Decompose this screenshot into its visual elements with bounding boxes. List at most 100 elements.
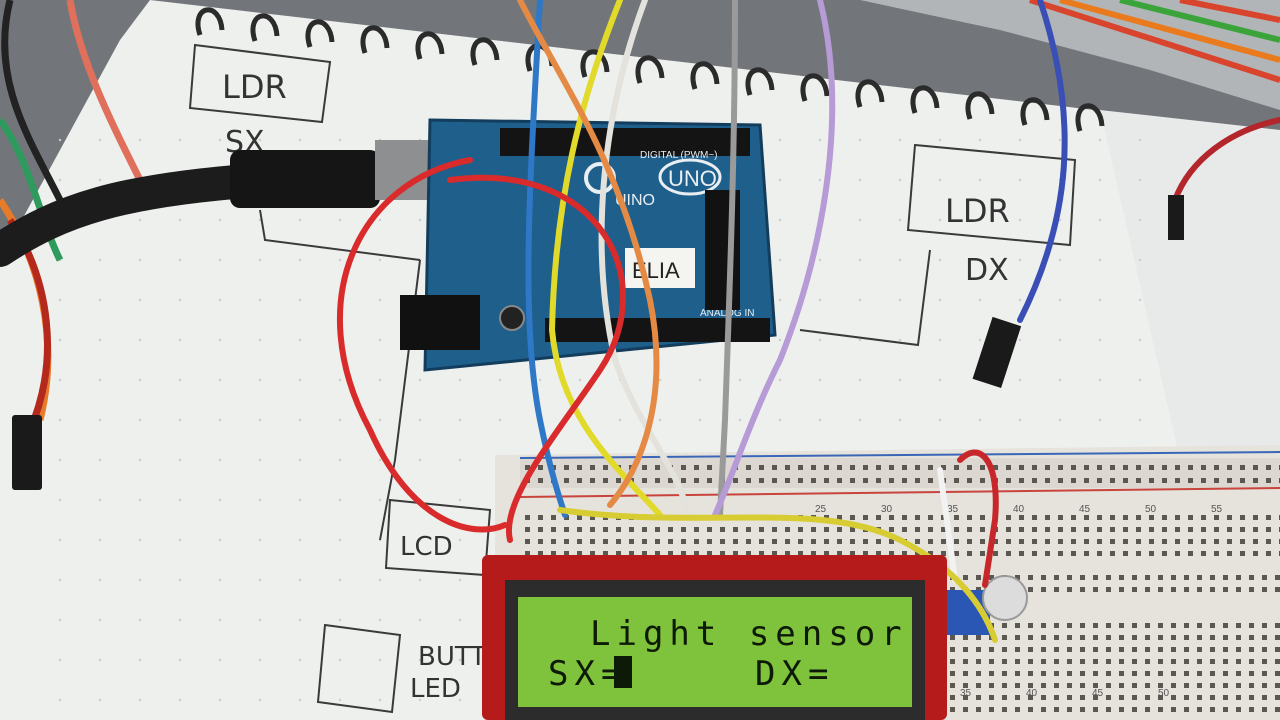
breadboard-hole xyxy=(577,478,582,483)
breadboard-hole xyxy=(577,527,582,532)
breadboard-hole xyxy=(954,478,959,483)
breadboard-hole xyxy=(1214,539,1219,544)
breadboard-hole xyxy=(681,527,686,532)
breadboard-hole xyxy=(1262,587,1267,592)
breadboard-hole xyxy=(837,515,842,520)
breadboard-hole xyxy=(928,527,933,532)
paper-dot xyxy=(458,458,462,462)
paper-dot xyxy=(178,338,182,342)
breadboard-hole xyxy=(1106,575,1111,580)
breadboard-hole xyxy=(1084,551,1089,556)
column-number-bottom: 45 xyxy=(1092,688,1104,699)
breadboard-hole xyxy=(1266,539,1271,544)
sketch-dx-label: DX xyxy=(965,253,1009,288)
breadboard-hole xyxy=(1106,623,1111,628)
breadboard-hole xyxy=(798,478,803,483)
breadboard-hole xyxy=(1006,478,1011,483)
breadboard-hole xyxy=(1262,683,1267,688)
breadboard-hole xyxy=(824,539,829,544)
breadboard-hole xyxy=(1019,527,1024,532)
breadboard-hole xyxy=(1132,695,1137,700)
breadboard-hole xyxy=(1249,707,1254,712)
breadboard-hole xyxy=(1028,683,1033,688)
breadboard-hole xyxy=(1210,587,1215,592)
paper-dot xyxy=(1098,258,1102,262)
breadboard-hole xyxy=(668,551,673,556)
breadboard-hole xyxy=(1227,465,1232,470)
breadboard-hole xyxy=(1184,647,1189,652)
breadboard-hole xyxy=(785,551,790,556)
breadboard-hole xyxy=(1188,515,1193,520)
breadboard-hole xyxy=(902,465,907,470)
paper-dot xyxy=(938,338,942,342)
breadboard-hole xyxy=(1132,659,1137,664)
spiral-ring xyxy=(745,67,775,96)
breadboard-hole xyxy=(1184,695,1189,700)
breadboard-hole xyxy=(1119,659,1124,664)
breadboard-hole xyxy=(551,515,556,520)
paper-dot xyxy=(178,538,182,542)
breadboard-hole xyxy=(1240,527,1245,532)
paper-dot xyxy=(138,698,142,702)
paper-dot xyxy=(98,458,102,462)
wire-pin-blue xyxy=(972,316,1022,389)
breadboard-hole xyxy=(950,683,955,688)
breadboard-hole xyxy=(525,527,530,532)
breadboard-hole xyxy=(720,539,725,544)
breadboard-hole xyxy=(1080,695,1085,700)
paper-dot xyxy=(1098,138,1102,142)
breadboard-hole xyxy=(1041,647,1046,652)
breadboard-hole xyxy=(1132,587,1137,592)
rail-red-line xyxy=(519,487,1280,498)
breadboard-hole xyxy=(733,539,738,544)
paper-dot xyxy=(418,538,422,542)
paper-dot xyxy=(298,338,302,342)
breadboard-hole xyxy=(1249,623,1254,628)
paper-dot xyxy=(778,378,782,382)
breadboard-hole xyxy=(1145,623,1150,628)
breadboard-hole xyxy=(850,478,855,483)
breadboard-hole xyxy=(1253,465,1258,470)
paper-dot xyxy=(378,498,382,502)
paper-dot xyxy=(218,538,222,542)
paper-dot xyxy=(538,378,542,382)
breadboard-hole xyxy=(1119,647,1124,652)
paper-dot xyxy=(138,338,142,342)
breadboard-hole xyxy=(1240,551,1245,556)
breadboard-hole xyxy=(1093,683,1098,688)
breadboard-hole xyxy=(1184,659,1189,664)
breadboard-hole xyxy=(1145,683,1150,688)
breadboard-hole xyxy=(1132,623,1137,628)
breadboard-hole xyxy=(967,465,972,470)
breadboard-hole xyxy=(902,478,907,483)
breadboard-hole xyxy=(980,515,985,520)
paper-dot xyxy=(1058,138,1062,142)
breadboard-hole xyxy=(1093,671,1098,676)
breadboard-hole xyxy=(1184,623,1189,628)
breadboard-hole xyxy=(1041,635,1046,640)
paper-dot xyxy=(418,378,422,382)
breadboard-hole xyxy=(1123,551,1128,556)
paper-dot xyxy=(978,178,982,182)
breadboard-hole xyxy=(1054,695,1059,700)
breadboard-hole xyxy=(954,515,959,520)
breadboard-hole xyxy=(1067,623,1072,628)
paper-dot xyxy=(1018,258,1022,262)
breadboard-hole xyxy=(590,551,595,556)
breadboard-hole xyxy=(1149,527,1154,532)
breadboard-hole xyxy=(1145,707,1150,712)
breadboard-hole xyxy=(1162,515,1167,520)
breadboard-hole xyxy=(824,478,829,483)
breadboard-hole xyxy=(1197,695,1202,700)
breadboard-hole xyxy=(616,527,621,532)
breadboard-hole xyxy=(1136,515,1141,520)
breadboard-hole xyxy=(564,527,569,532)
breadboard-hole xyxy=(694,465,699,470)
paper-dot xyxy=(1098,418,1102,422)
breadboard-hole xyxy=(1171,575,1176,580)
paper-dot xyxy=(178,258,182,262)
breadboard-hole xyxy=(993,551,998,556)
breadboard-hole xyxy=(694,478,699,483)
breadboard-hole xyxy=(1136,539,1141,544)
breadboard-hole xyxy=(1093,623,1098,628)
